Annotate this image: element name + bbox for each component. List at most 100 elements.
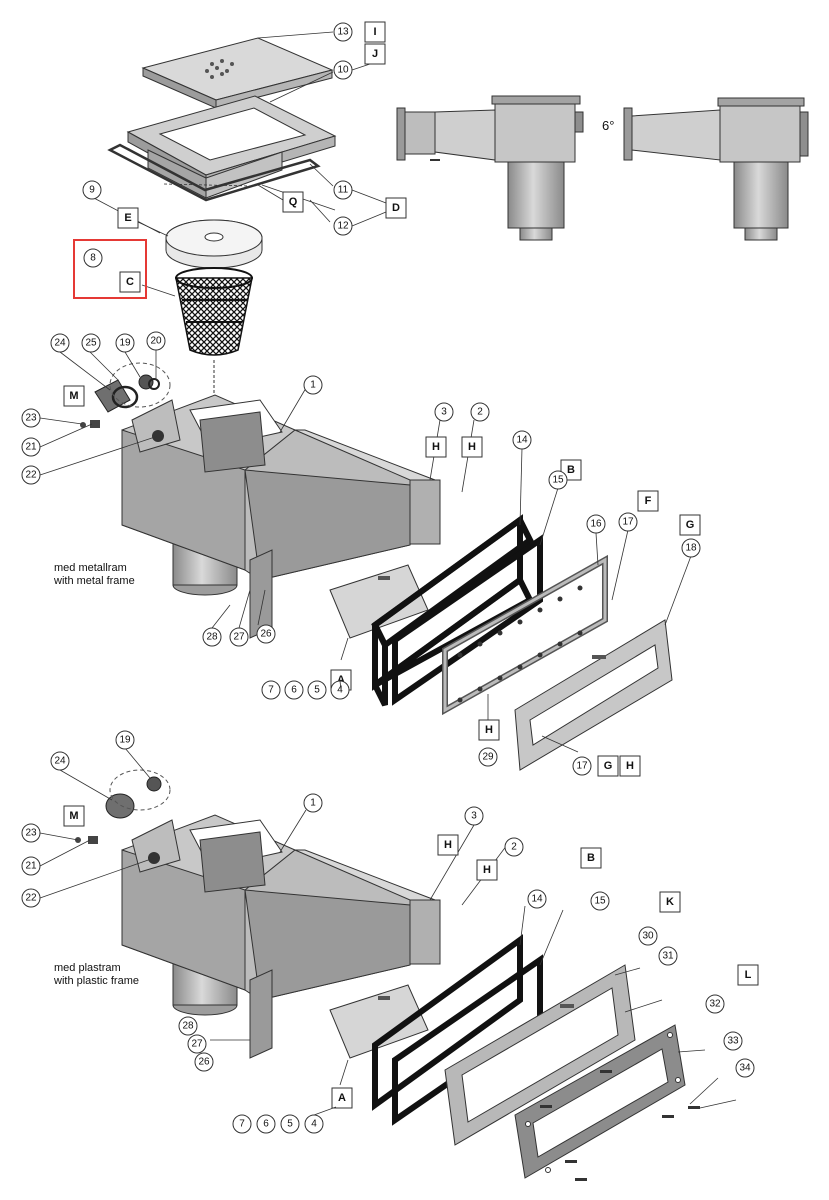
- letter-box-H-3: H: [478, 719, 500, 741]
- skimmer-body-metal: [121, 394, 441, 639]
- callout-13: 13: [333, 22, 353, 42]
- svg-text:15: 15: [552, 475, 564, 486]
- svg-text:21: 21: [25, 861, 37, 872]
- caption-metal-line2: with metal frame: [53, 575, 135, 587]
- svg-text:4: 4: [337, 685, 343, 696]
- svg-text:21: 21: [25, 442, 37, 453]
- svg-text:23: 23: [25, 413, 37, 424]
- callout-25: 25: [81, 333, 101, 353]
- letter-box-K: K: [659, 891, 681, 913]
- svg-text:A: A: [338, 1092, 346, 1104]
- callout-24: 24: [50, 333, 70, 353]
- callout-15-plastic: 15: [590, 891, 610, 911]
- callout-10: 10: [333, 60, 353, 80]
- svg-text:H: H: [468, 441, 476, 453]
- callout-6: 6: [284, 680, 304, 700]
- svg-text:9: 9: [89, 185, 95, 196]
- letter-box-M-plastic: M: [63, 805, 85, 827]
- svg-text:31: 31: [662, 951, 674, 962]
- callout-7: 7: [261, 680, 281, 700]
- svg-text:5: 5: [314, 685, 320, 696]
- callout-21-plastic: 21: [21, 856, 41, 876]
- letter-box-D: D: [385, 197, 407, 219]
- callout-16: 16: [586, 514, 606, 534]
- svg-text:J: J: [372, 48, 378, 60]
- svg-text:D: D: [392, 202, 400, 214]
- svg-text:Q: Q: [289, 196, 298, 208]
- svg-text:1: 1: [310, 798, 316, 809]
- svg-text:28: 28: [206, 632, 218, 643]
- callout-27: 27: [229, 627, 249, 647]
- caption-metal-line1: med metallram: [54, 562, 127, 574]
- svg-text:23: 23: [25, 828, 37, 839]
- callout-28-plastic: 28: [178, 1016, 198, 1036]
- svg-text:B: B: [587, 852, 595, 864]
- svg-text:19: 19: [119, 735, 131, 746]
- svg-text:M: M: [69, 390, 78, 402]
- screws-plastic: [540, 1070, 700, 1181]
- callout-27-plastic: 27: [187, 1034, 207, 1054]
- callout-7-plastic: 7: [232, 1114, 252, 1134]
- side-view-left: [396, 95, 584, 241]
- callout-14-plastic: 14: [527, 889, 547, 909]
- letter-box-H-plastic-2: H: [476, 859, 498, 881]
- letter-box-C: C: [119, 271, 141, 293]
- callout-28: 28: [202, 627, 222, 647]
- callout-9: 9: [82, 180, 102, 200]
- svg-text:H: H: [483, 864, 491, 876]
- callout-19-plastic: 19: [115, 730, 135, 750]
- svg-text:7: 7: [239, 1119, 245, 1130]
- callout-11: 11: [333, 180, 353, 200]
- callout-23-plastic: 23: [21, 823, 41, 843]
- letter-box-H-4: H: [619, 755, 641, 777]
- callout-22-plastic: 22: [21, 888, 41, 908]
- svg-text:22: 22: [25, 893, 37, 904]
- svg-text:14: 14: [531, 894, 543, 905]
- skimmer-body-plastic: [121, 814, 441, 1059]
- callout-3-plastic: 3: [464, 806, 484, 826]
- fittings-metal: [80, 362, 171, 442]
- callout-15: 15: [548, 470, 568, 490]
- letter-box-H-plastic-1: H: [437, 834, 459, 856]
- svg-text:18: 18: [685, 543, 697, 554]
- svg-text:30: 30: [642, 931, 654, 942]
- letter-box-M: M: [63, 385, 85, 407]
- svg-text:3: 3: [471, 811, 477, 822]
- svg-text:M: M: [69, 810, 78, 822]
- svg-text:25: 25: [85, 338, 97, 349]
- svg-text:10: 10: [337, 65, 349, 76]
- svg-text:5: 5: [287, 1119, 293, 1130]
- svg-text:3: 3: [441, 407, 447, 418]
- svg-text:27: 27: [191, 1039, 203, 1050]
- svg-text:6: 6: [263, 1119, 269, 1130]
- letter-box-E: E: [117, 207, 139, 229]
- svg-text:1: 1: [310, 380, 316, 391]
- leader-lines-metal: [39, 350, 692, 753]
- svg-text:22: 22: [25, 470, 37, 481]
- svg-text:33: 33: [727, 1036, 739, 1047]
- callout-2: 2: [470, 402, 490, 422]
- svg-text:E: E: [124, 212, 131, 224]
- side-view-right: [623, 97, 809, 241]
- svg-text:16: 16: [590, 519, 602, 530]
- callout-4-plastic: 4: [304, 1114, 324, 1134]
- letter-box-B-plastic: B: [580, 847, 602, 869]
- callout-20: 20: [146, 331, 166, 351]
- leader-lines-plastic: [39, 747, 737, 1109]
- callout-26-plastic: 26: [194, 1052, 214, 1072]
- letter-box-Q: Q: [282, 191, 304, 213]
- letter-box-J: J: [364, 43, 386, 65]
- svg-text:27: 27: [233, 632, 245, 643]
- svg-text:B: B: [567, 464, 575, 476]
- svg-text:L: L: [745, 969, 752, 981]
- callout-17-b: 17: [572, 756, 592, 776]
- plastic-cover-plate: [514, 1024, 686, 1179]
- angle-label: 6°: [602, 118, 614, 133]
- svg-text:8: 8: [90, 253, 96, 264]
- lid-frame: [107, 95, 337, 202]
- svg-text:2: 2: [477, 407, 483, 418]
- callout-6-plastic: 6: [256, 1114, 276, 1134]
- clamp-frame-metal: [442, 554, 608, 716]
- callout-3: 3: [434, 402, 454, 422]
